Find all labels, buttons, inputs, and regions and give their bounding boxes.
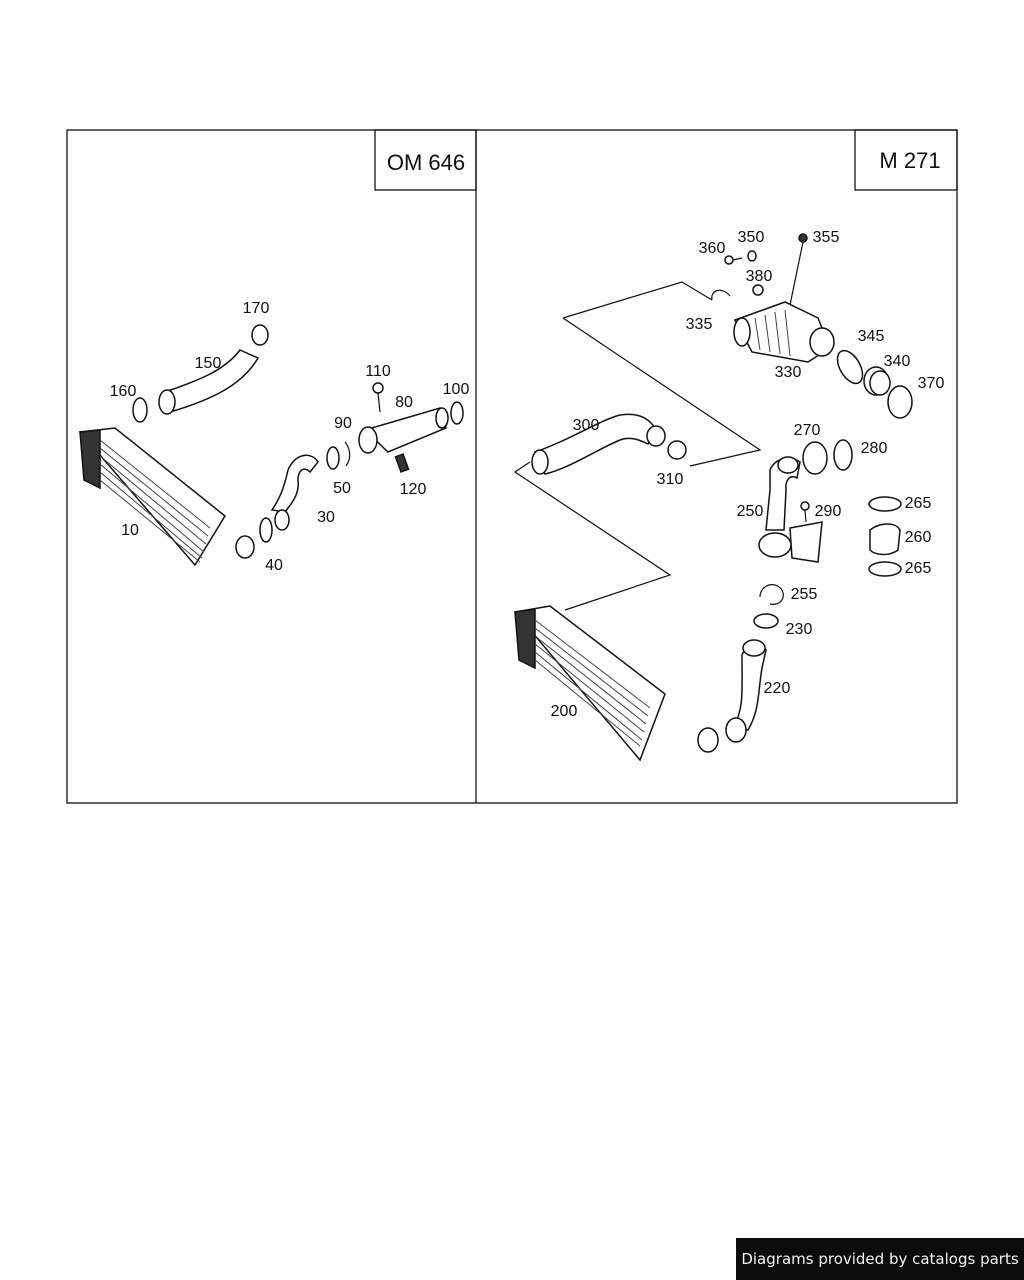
callout-160: 160 [110, 383, 137, 400]
callout-380: 380 [746, 268, 773, 285]
callout-290: 290 [815, 503, 842, 520]
ring-170[interactable] [251, 324, 269, 346]
ring-310[interactable] [667, 440, 687, 460]
bolt-290[interactable] [800, 501, 810, 523]
pipe-80[interactable] [358, 407, 449, 454]
clip-90[interactable] [344, 441, 351, 467]
hose-250[interactable] [758, 456, 823, 563]
leader-355 [789, 241, 804, 306]
clamp-340[interactable] [863, 366, 891, 396]
callout-280: 280 [861, 440, 888, 457]
hose-150[interactable] [158, 349, 260, 415]
ring-50[interactable] [326, 446, 340, 470]
bolt-110[interactable] [372, 382, 384, 413]
ring-100[interactable] [450, 401, 464, 425]
clip-335[interactable] [711, 289, 731, 301]
ring-230[interactable] [753, 613, 779, 629]
credit-badge: Diagrams provided by catalogs parts [736, 1238, 1024, 1280]
ring-370[interactable] [887, 385, 913, 419]
callout-330: 330 [775, 364, 802, 381]
callout-150: 150 [195, 355, 222, 372]
callout-345: 345 [858, 328, 885, 345]
callout-300: 300 [573, 417, 600, 434]
callout-100: 100 [443, 381, 470, 398]
callout-335: 335 [686, 316, 713, 333]
callout-355: 355 [813, 229, 840, 246]
callout-40: 40 [265, 557, 283, 574]
callout-90: 90 [334, 415, 352, 432]
callout-360: 360 [699, 240, 726, 257]
engine-title-left: OM 646 [387, 150, 465, 175]
callout-370: 370 [918, 375, 945, 392]
corrugated-hose-220[interactable] [725, 639, 767, 743]
callout-110: 110 [365, 363, 391, 380]
sensor-120[interactable] [394, 453, 410, 473]
clip-255[interactable] [759, 584, 784, 605]
ring-160[interactable] [132, 397, 148, 423]
callout-350: 350 [738, 229, 765, 246]
callout-250: 250 [737, 503, 764, 520]
callout-340: 340 [884, 353, 911, 370]
sleeve-270[interactable] [802, 441, 828, 475]
hose-30[interactable] [270, 454, 319, 531]
clamp-265-bottom[interactable] [868, 561, 902, 577]
callout-30: 30 [317, 509, 335, 526]
callout-310: 310 [657, 471, 684, 488]
callout-10: 10 [121, 522, 139, 539]
callout-80: 80 [395, 394, 413, 411]
intake-housing-330[interactable] [733, 301, 835, 363]
diagram-frame [66, 129, 958, 804]
coupler-260[interactable] [869, 523, 901, 556]
guide-line-top [562, 281, 713, 319]
callout-255: 255 [791, 586, 818, 603]
guide-line-lower [513, 461, 672, 611]
intercooler-right[interactable] [513, 605, 719, 762]
sensor-380[interactable] [752, 284, 764, 296]
engine-box-left [374, 129, 477, 191]
intercooler-left[interactable] [78, 427, 255, 567]
credit-text: Diagrams provided by catalogs parts [741, 1250, 1019, 1268]
guide-line-mid [562, 317, 762, 467]
callout-220: 220 [764, 680, 791, 697]
callout-50: 50 [333, 480, 351, 497]
corrugated-hose-300[interactable] [531, 413, 666, 475]
engine-box-right [854, 129, 958, 191]
callout-260: 260 [905, 529, 932, 546]
engine-title-right: M 271 [879, 148, 940, 173]
ring-40[interactable] [259, 517, 273, 543]
washer-350[interactable] [747, 250, 757, 262]
ring-280[interactable] [833, 439, 853, 471]
callout-200: 200 [551, 703, 578, 720]
callout-170: 170 [243, 300, 270, 317]
callout-230: 230 [786, 621, 813, 638]
bolt-360[interactable] [724, 255, 743, 265]
callout-265-top: 265 [905, 495, 932, 512]
clamp-265-top[interactable] [868, 496, 902, 512]
callout-120: 120 [400, 481, 427, 498]
nut-355[interactable] [798, 233, 808, 243]
callout-265-bottom: 265 [905, 560, 932, 577]
ring-345[interactable] [832, 346, 867, 387]
callout-270: 270 [794, 422, 821, 439]
